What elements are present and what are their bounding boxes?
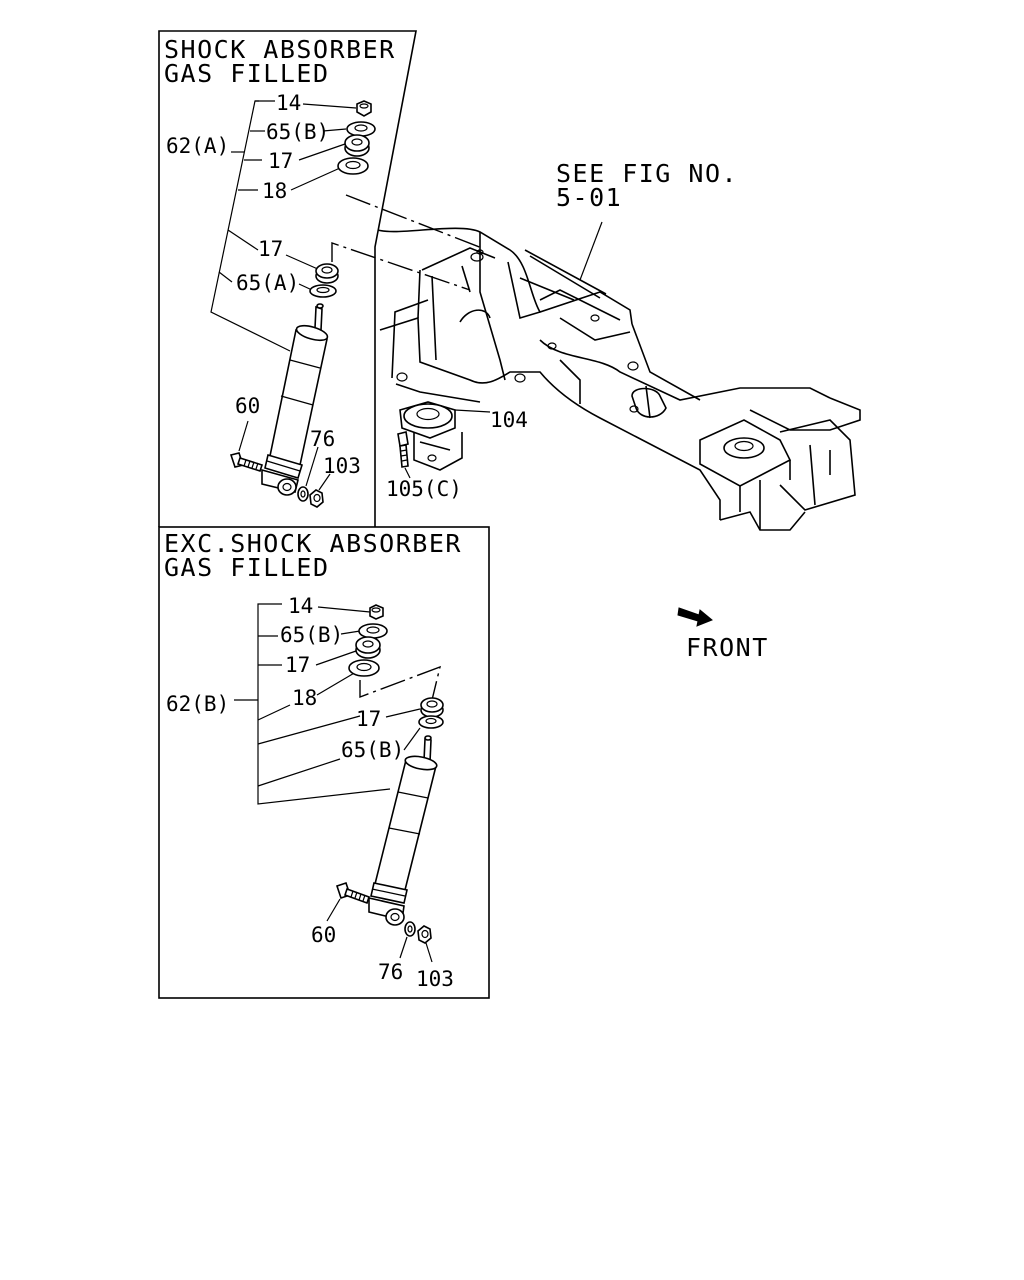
label-b-65b-upper: 65(B) bbox=[280, 623, 343, 647]
rubber-17-b-lower-icon bbox=[420, 697, 444, 718]
label-b-17-upper: 17 bbox=[285, 653, 310, 677]
label-a-65a: 65(A) bbox=[236, 271, 299, 295]
label-a-103: 103 bbox=[323, 454, 361, 478]
washer-65a-icon bbox=[309, 284, 337, 298]
label-b-103: 103 bbox=[416, 967, 454, 991]
front-arrow-icon bbox=[677, 607, 713, 627]
front-label: FRONT bbox=[686, 633, 769, 662]
label-a-60: 60 bbox=[235, 394, 260, 418]
label-a-17-lower: 17 bbox=[258, 237, 283, 261]
label-b-14: 14 bbox=[288, 594, 313, 618]
panel-b-title-line1: EXC.SHOCK ABSORBER bbox=[164, 529, 462, 558]
label-b-60: 60 bbox=[311, 923, 336, 947]
panel-b-border bbox=[158, 526, 490, 999]
nut-14-icon bbox=[356, 100, 372, 117]
panel-a-title-line1: SHOCK ABSORBER bbox=[164, 35, 396, 64]
label-105c: 105(C) bbox=[386, 477, 462, 501]
shock-absorber-b-icon bbox=[368, 735, 438, 926]
rubber-17-lower-icon bbox=[315, 263, 339, 284]
panel-a-border bbox=[158, 30, 417, 527]
washer-76-b-icon bbox=[399, 921, 416, 959]
label-b-76: 76 bbox=[378, 960, 403, 984]
panel-a-title-line2: GAS FILLED bbox=[164, 59, 330, 88]
bolt-60-icon bbox=[229, 420, 264, 473]
label-a-65b: 65(B) bbox=[266, 120, 329, 144]
label-b-65b-lower: 65(B) bbox=[341, 738, 404, 762]
label-a-62a: 62(A) bbox=[166, 134, 229, 158]
panel-b-title-line2: GAS FILLED bbox=[164, 553, 330, 582]
label-b-17-lower: 17 bbox=[356, 707, 381, 731]
label-a-18: 18 bbox=[262, 179, 287, 203]
panel-a-parts bbox=[210, 100, 376, 508]
washer-65b-b-upper-icon bbox=[358, 623, 388, 639]
frame-assembly-icon bbox=[331, 194, 861, 531]
nut-103-b-icon bbox=[417, 925, 433, 963]
retainer-18-b-icon bbox=[348, 659, 380, 677]
nut-14-b-icon bbox=[369, 604, 384, 620]
rubber-17-b-upper-icon bbox=[355, 636, 381, 659]
shock-absorber-a-icon bbox=[261, 303, 329, 496]
retainer-18-icon bbox=[337, 157, 369, 175]
label-b-18: 18 bbox=[292, 686, 317, 710]
see-fig-line1: SEE FIG NO. bbox=[556, 159, 738, 188]
panel-b-parts bbox=[234, 603, 444, 963]
label-a-76: 76 bbox=[310, 427, 335, 451]
label-104: 104 bbox=[490, 408, 528, 432]
washer-76-icon bbox=[297, 446, 319, 502]
nut-103-icon bbox=[309, 473, 331, 508]
washer-65b-icon bbox=[346, 121, 376, 137]
washer-65b-b-lower-icon bbox=[418, 715, 444, 729]
rubber-17-upper-icon bbox=[344, 134, 370, 157]
bolt-60-b-icon bbox=[326, 881, 371, 922]
label-a-14: 14 bbox=[276, 91, 301, 115]
label-b-62b: 62(B) bbox=[166, 692, 229, 716]
label-a-17-upper: 17 bbox=[268, 149, 293, 173]
see-fig-line2: 5-01 bbox=[556, 183, 622, 212]
